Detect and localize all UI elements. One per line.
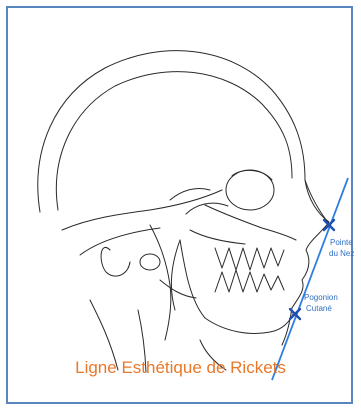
chin-label-line2: Cutané [306, 304, 332, 313]
nose-tip-label-line1: Pointe [330, 238, 353, 247]
chin-label-line1: Pogonion [304, 293, 338, 302]
nose-tip-label-line2: du Nez [329, 249, 354, 258]
esthetic-line [272, 178, 348, 380]
skull-sketch [38, 51, 330, 372]
figure-caption: Ligne Esthétique de Rickets [0, 358, 361, 378]
